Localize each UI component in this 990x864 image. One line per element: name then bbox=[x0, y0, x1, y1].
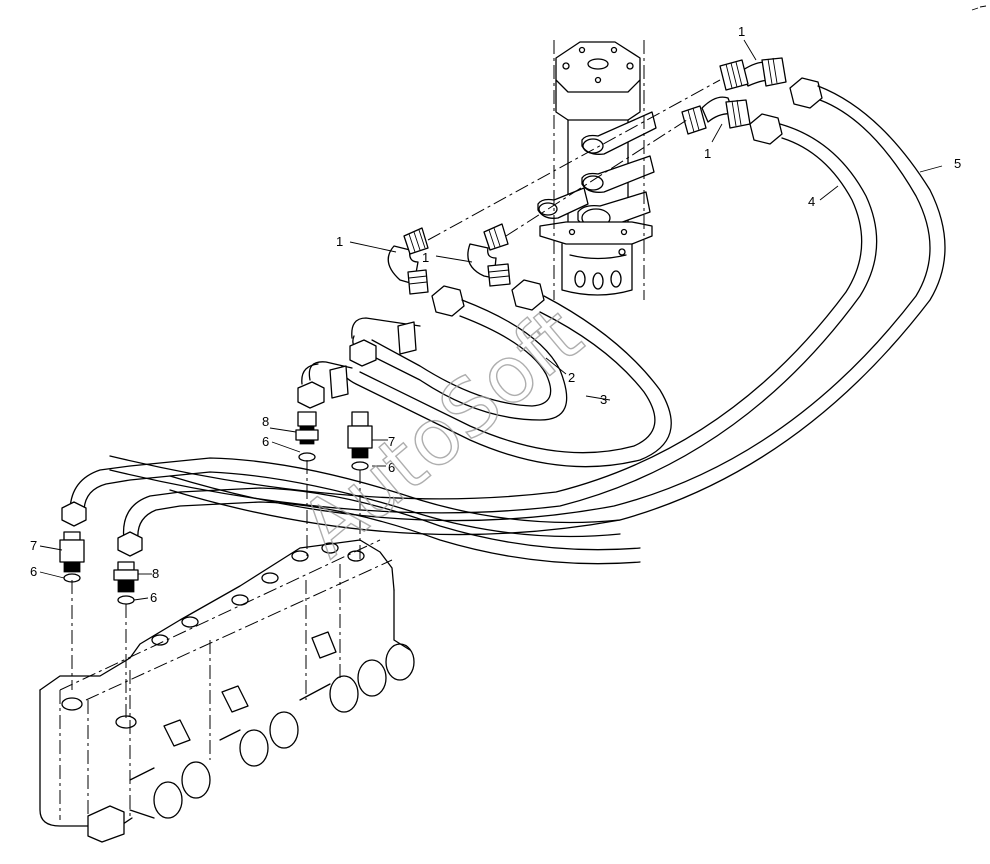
connector-mid bbox=[347, 411, 373, 459]
lower-hose-right bbox=[122, 487, 641, 551]
hex-nut-hose-3 bbox=[511, 279, 545, 311]
watermark: AutoSoft bbox=[284, 290, 598, 574]
elbow-mid-right bbox=[681, 96, 751, 135]
callout-oring-low-right: 6 bbox=[150, 590, 157, 605]
centerline-a bbox=[427, 79, 721, 241]
callout-hose-4: 4 bbox=[808, 194, 815, 209]
oring-low-right bbox=[117, 595, 135, 605]
lower-hose-left bbox=[69, 457, 621, 524]
centerline-b bbox=[505, 117, 691, 237]
lower-hex-left bbox=[61, 501, 87, 527]
callout-hose-2: 2 bbox=[568, 370, 575, 385]
callout-elbow-left-1: 1 bbox=[336, 234, 343, 249]
callout-adapter-mid: 8 bbox=[262, 414, 269, 429]
callout-hose-5: 5 bbox=[954, 156, 961, 171]
swivel-joint bbox=[537, 40, 657, 300]
elbow-top-right bbox=[719, 57, 787, 91]
callout-adapter-low: 8 bbox=[152, 566, 159, 581]
callout-oring-mid-left: 6 bbox=[262, 434, 269, 449]
callout-connector-mid: 7 bbox=[388, 434, 395, 449]
callout-elbow-mid-right: 1 bbox=[704, 146, 711, 161]
callout-connector-low: 7 bbox=[30, 538, 37, 553]
connector-low bbox=[59, 531, 85, 573]
hose-4 bbox=[109, 123, 878, 514]
corner-mark bbox=[971, 5, 987, 11]
oring-mid-left bbox=[298, 452, 316, 462]
hex-nut-hose-5 bbox=[789, 77, 823, 109]
hex-nut-hose-2 bbox=[431, 285, 465, 317]
hex-nut-upper-b bbox=[297, 381, 325, 409]
callout-oring-low-left: 6 bbox=[30, 564, 37, 579]
callout-hose-3: 3 bbox=[600, 392, 607, 407]
elbow-left-2 bbox=[467, 223, 511, 287]
callout-oring-mid-right: 6 bbox=[388, 460, 395, 475]
elbow-left-1 bbox=[387, 227, 429, 295]
hose-bend-b bbox=[301, 363, 319, 385]
hex-nut-hose-4 bbox=[749, 113, 783, 145]
hose-3 bbox=[308, 295, 672, 468]
control-valve bbox=[39, 460, 415, 843]
callout-elbow-top-right: 1 bbox=[738, 24, 745, 39]
lower-hex-right bbox=[117, 531, 143, 557]
callout-elbow-left-2: 1 bbox=[422, 250, 429, 265]
hex-nut-upper-a bbox=[349, 339, 377, 367]
adapter-low bbox=[113, 561, 139, 593]
hose-5 bbox=[169, 85, 946, 536]
callout-leaders bbox=[39, 39, 943, 601]
adapter-mid bbox=[295, 411, 319, 445]
